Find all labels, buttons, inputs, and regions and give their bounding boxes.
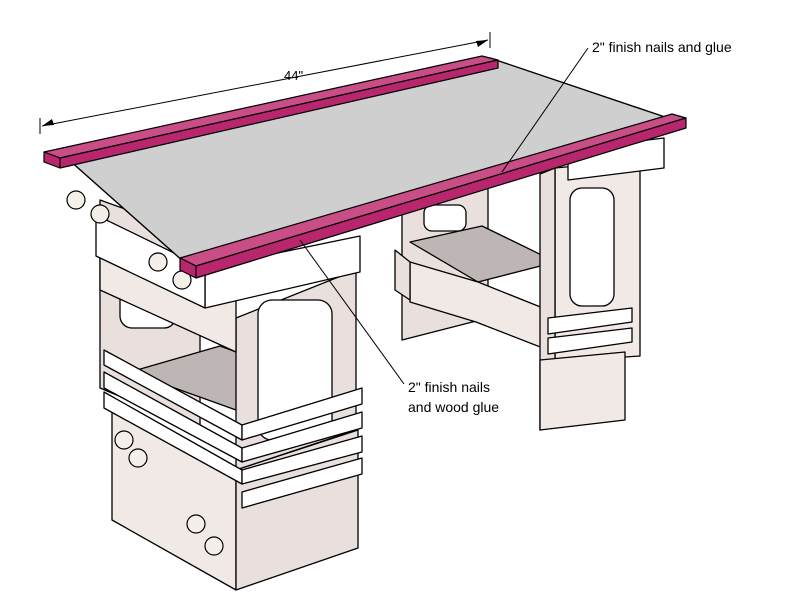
trim-callout-label-line1: 2" finish nails [408, 379, 490, 395]
knob-icon [90, 204, 110, 224]
knob-icon [186, 514, 206, 534]
dimension-arrow-left [42, 119, 54, 126]
back-trim-face [59, 59, 499, 169]
width-dimension: 44" [39, 32, 491, 134]
right-outer-cutout [569, 187, 615, 307]
knob-icon [114, 430, 134, 450]
right-pedestal-base [539, 351, 626, 431]
knob-icon [66, 190, 86, 210]
trim-callout-label-line2: and wood glue [408, 399, 499, 415]
top-callout-leader [501, 47, 589, 173]
top-callout-label: 2" finish nails and glue [592, 39, 732, 55]
top-callout: 2" finish nails and glue [501, 39, 732, 173]
front-trim-face [195, 117, 687, 279]
knob-icon [128, 448, 148, 468]
left-side-rail-3 [241, 435, 363, 485]
knob-icon [204, 536, 224, 556]
width-dimension-label: 44" [284, 68, 303, 83]
right-rail-upper [547, 307, 633, 335]
trim-callout-leader [299, 239, 405, 385]
right-rail-lower [547, 327, 633, 355]
left-side-rail-2 [241, 411, 363, 463]
left-side-rail-1 [241, 387, 363, 441]
left-pedestal [66, 190, 363, 591]
right-pedestal [394, 137, 665, 431]
right-pedestal-edge [394, 249, 411, 301]
desktop [43, 55, 687, 279]
dimension-line [41, 39, 489, 127]
dimension-arrow-right [476, 40, 488, 47]
trim-callout: 2" finish nails and wood glue [299, 239, 499, 415]
right-inner-cutout [423, 204, 467, 232]
knob-icon [148, 252, 168, 272]
left-side-rail-4 [241, 457, 363, 509]
